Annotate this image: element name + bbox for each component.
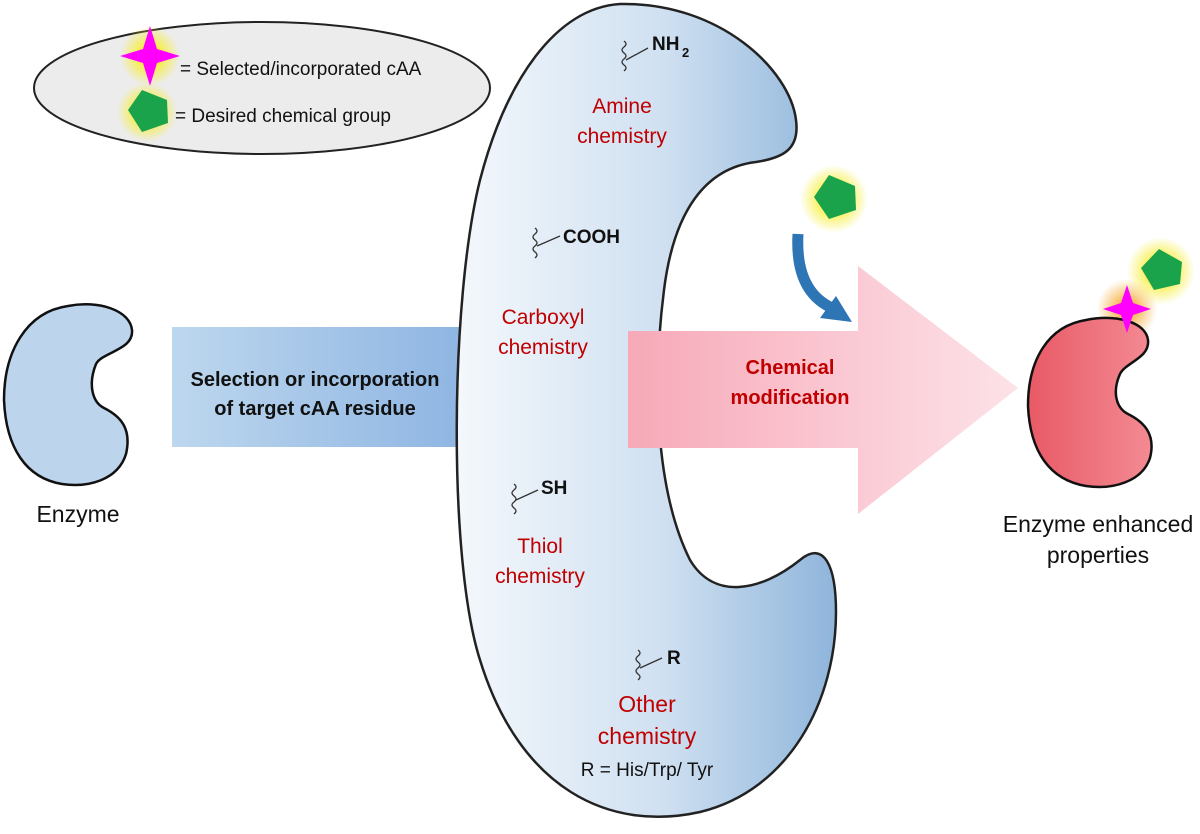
amine-group-sub: 2 bbox=[682, 45, 689, 60]
bond-amine bbox=[625, 47, 649, 61]
right-pentagon-icon bbox=[1141, 249, 1182, 290]
thiol-line2: chemistry bbox=[495, 565, 585, 588]
carboxyl-line1: Carboxyl bbox=[502, 306, 585, 329]
modification-arrow: Chemical modification bbox=[628, 266, 1018, 514]
amine-line2: chemistry bbox=[577, 125, 667, 148]
other-group: R bbox=[667, 648, 681, 669]
legend-star-text: = Selected/incorporated cAA bbox=[180, 59, 422, 80]
right-star-icon bbox=[1103, 285, 1151, 333]
carboxyl-line2: chemistry bbox=[498, 336, 588, 359]
star-icon bbox=[120, 26, 180, 86]
other-note: R = His/Trp/ Tyr bbox=[581, 760, 714, 781]
selection-arrow-body bbox=[172, 327, 472, 447]
legend-oval bbox=[33, 21, 491, 155]
thiol-group: SH bbox=[541, 478, 567, 499]
modification-line1: Chemical bbox=[746, 357, 835, 379]
bond-thiol bbox=[515, 489, 539, 501]
incoming-pentagon-icon bbox=[814, 175, 856, 219]
enzyme-label: Enzyme bbox=[36, 501, 119, 527]
right-line1: Enzyme enhanced bbox=[1003, 511, 1194, 537]
incoming-group bbox=[792, 165, 868, 322]
selection-arrow: Selection or incorporation of target cAA… bbox=[172, 327, 472, 447]
bond-other bbox=[639, 657, 663, 669]
bond-carboxyl bbox=[536, 235, 561, 247]
modification-line2: modification bbox=[731, 387, 850, 409]
selection-line1: Selection or incorporation bbox=[191, 369, 440, 391]
enzyme-left: Enzyme bbox=[2, 303, 134, 527]
legend: = Selected/incorporated cAA = Desired ch… bbox=[33, 21, 491, 155]
right-line2: properties bbox=[1047, 542, 1149, 568]
squiggle-carboxyl bbox=[532, 227, 538, 259]
enzyme-right: Enzyme enhanced properties bbox=[1003, 237, 1195, 568]
modification-arrow-body bbox=[628, 266, 1018, 514]
bent-arrow-head bbox=[820, 296, 852, 322]
other-line2: chemistry bbox=[598, 723, 697, 749]
bent-arrow-icon bbox=[792, 233, 835, 313]
amine-line1: Amine bbox=[592, 95, 652, 118]
selection-line2: of target cAA residue bbox=[214, 398, 416, 420]
enzyme-left-shape bbox=[2, 303, 134, 487]
amine-group: NH bbox=[652, 34, 679, 55]
pentagon-icon bbox=[128, 90, 168, 132]
carboxyl-group: COOH bbox=[563, 227, 620, 248]
legend-pentagon-text: = Desired chemical group bbox=[175, 106, 391, 127]
squiggle-thiol bbox=[511, 483, 517, 515]
thiol-line1: Thiol bbox=[517, 535, 563, 558]
squiggle-amine bbox=[621, 40, 627, 72]
enzyme-right-shape bbox=[1026, 316, 1153, 489]
other-line1: Other bbox=[618, 691, 676, 717]
squiggle-other bbox=[635, 649, 641, 681]
